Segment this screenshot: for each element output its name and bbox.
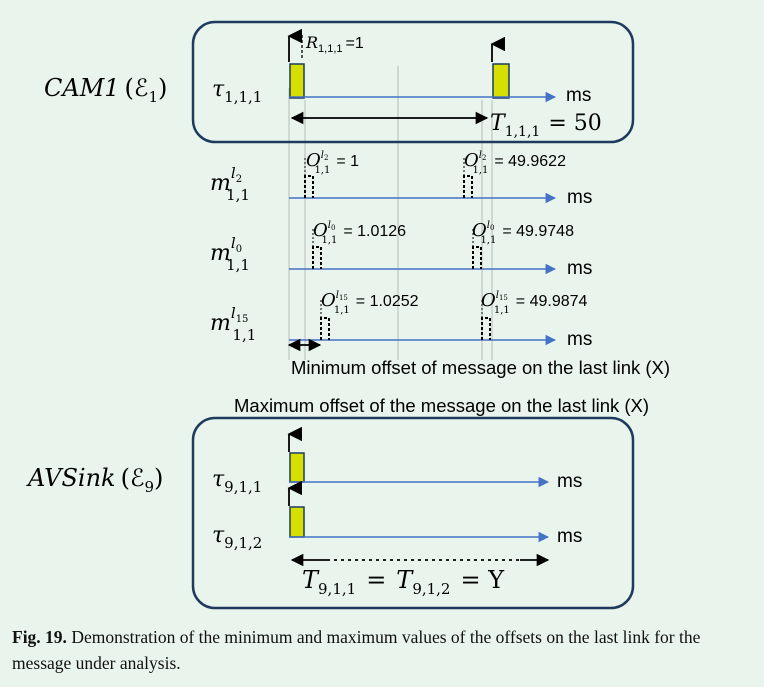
unit-label: ms bbox=[557, 526, 582, 547]
unit-label: ms bbox=[567, 258, 592, 279]
unit-label: ms bbox=[567, 187, 592, 208]
task-instance bbox=[492, 63, 510, 99]
offset-annotations: Minimum offset of message on the last li… bbox=[234, 338, 670, 416]
message-instance bbox=[320, 317, 330, 340]
task-instance bbox=[289, 63, 305, 99]
source-box: CAM1(ℰ1) τ1,1,1 R1,1,1=1 ms T1,1,1= 50 bbox=[44, 20, 635, 144]
release-label: R1,1,1=1 bbox=[305, 33, 364, 55]
unit-label: ms bbox=[557, 471, 582, 492]
message-instance bbox=[481, 317, 491, 340]
figure-caption: Fig. 19. Demonstration of the minimum an… bbox=[12, 624, 752, 676]
sink-task-label: τ9,1,2 bbox=[212, 523, 262, 552]
message-instance bbox=[472, 246, 482, 269]
task-instance bbox=[289, 452, 305, 483]
caption-text: Demonstration of the minimum and maximum… bbox=[12, 627, 701, 673]
sink-label: AVSink(ℰ9) bbox=[26, 464, 163, 496]
unit-label: ms bbox=[566, 85, 591, 106]
source-box-frame bbox=[191, 20, 635, 144]
source-task-label: τ1,1,1 bbox=[212, 77, 262, 106]
sink-box-frame bbox=[191, 416, 635, 610]
min-offset-text: Minimum offset of message on the last li… bbox=[291, 357, 670, 378]
source-label: CAM1(ℰ1) bbox=[44, 74, 167, 106]
message-instance bbox=[463, 175, 473, 198]
message-instance bbox=[304, 175, 314, 198]
task-instance bbox=[289, 506, 305, 538]
period-label: T1,1,1= 50 bbox=[490, 111, 602, 140]
message-instance bbox=[312, 246, 322, 269]
unit-label: ms bbox=[567, 329, 592, 350]
caption-label: Fig. 19. bbox=[12, 627, 67, 647]
sink-task-label: τ9,1,1 bbox=[212, 467, 262, 496]
max-offset-text: Maximum offset of the message on the las… bbox=[234, 395, 649, 416]
guide-lines bbox=[288, 66, 493, 360]
sink-box: AVSink(ℰ9) τ9,1,1 ms τ9,1,2 ms T9,1,1=T9… bbox=[26, 416, 635, 610]
sink-period-label: T9,1,1=T9,1,2= Y bbox=[302, 566, 505, 598]
